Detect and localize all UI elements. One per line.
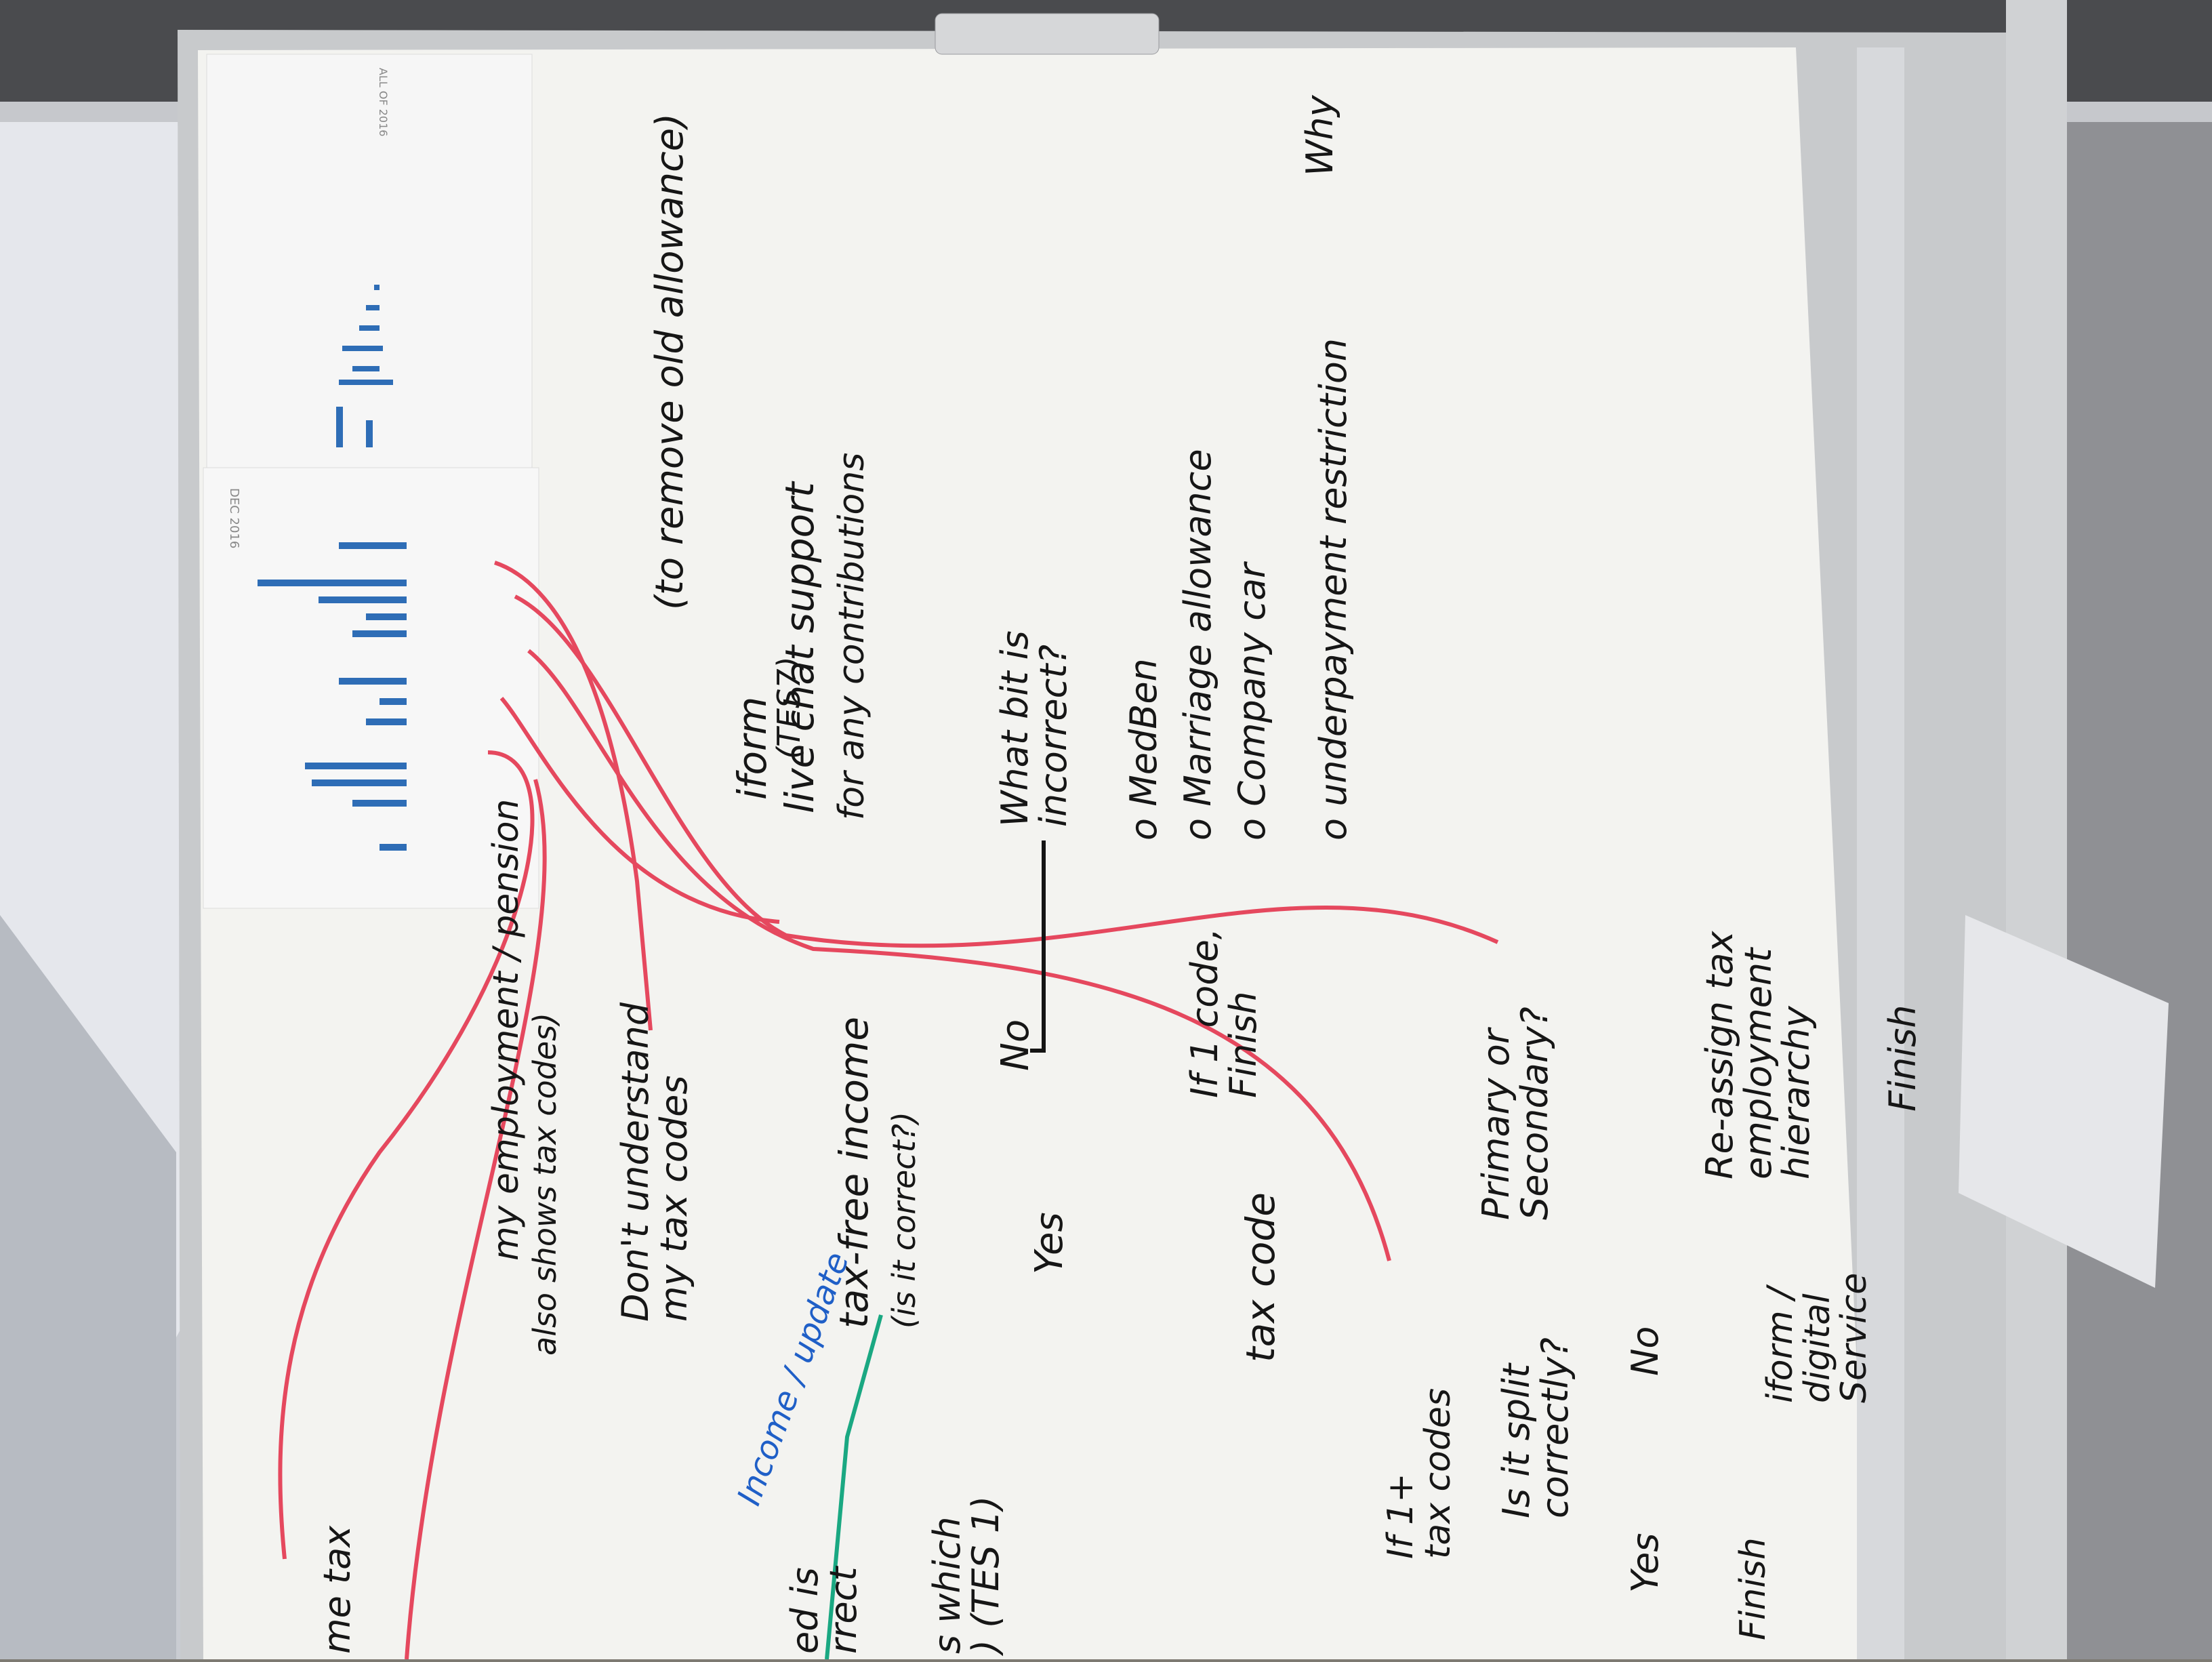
bar-b6 xyxy=(339,678,407,685)
bar-b8 xyxy=(366,718,407,725)
note-reassign: Re-assign tax employment hierarchy xyxy=(1698,931,1818,1179)
note-iform: iform xyxy=(729,696,775,800)
note-what-bit: What bit is incorrect? xyxy=(994,630,1075,827)
note-dont-understand: Don't understand my tax codes xyxy=(614,1002,695,1322)
note-if-1-code: If 1 code, Finish xyxy=(1183,927,1265,1098)
bar-b10 xyxy=(312,779,407,786)
stand-post xyxy=(2006,0,2067,1659)
note-yes-1: Yes xyxy=(1027,1212,1071,1274)
note-my-employment: my employment / pension xyxy=(486,798,527,1261)
chart2-date: ALL OF 2016 xyxy=(377,68,390,136)
bar-t1 xyxy=(336,407,343,447)
bar-b5 xyxy=(352,630,407,637)
bar-b4 xyxy=(366,613,407,620)
note-medben: o MedBen xyxy=(1122,658,1165,840)
note-also-shows: also shows tax codes) xyxy=(527,1012,563,1356)
bar-b12 xyxy=(380,844,407,851)
whiteboard-surface xyxy=(198,47,1870,1659)
printout-top-bars xyxy=(336,285,393,447)
note-finish-right: Finish xyxy=(1881,1005,1924,1112)
bar-b1 xyxy=(339,542,407,549)
note-no-1: No xyxy=(994,1019,1038,1071)
note-is-it-split: Is it split correctly? xyxy=(1495,1337,1576,1518)
bar-t6 xyxy=(359,325,380,331)
note-for-any-contrib: for any contributions xyxy=(832,452,872,820)
bar-b3 xyxy=(319,596,407,603)
printout-bottom-bars xyxy=(258,542,407,851)
note-underpayment: o underpayment restriction xyxy=(1312,338,1355,840)
bar-t2 xyxy=(366,420,373,447)
bar-t3 xyxy=(339,380,393,385)
window-blind xyxy=(0,915,176,1659)
note-ed-correct: ed is rrect xyxy=(783,1566,865,1655)
note-if-1plus: If 1+ tax codes xyxy=(1380,1387,1458,1559)
chart1-date: DEC 2016 xyxy=(227,488,241,548)
note-is-it-correct: (is it correct?) xyxy=(886,1111,922,1329)
note-finish-bottom: Finish xyxy=(1733,1537,1774,1640)
bar-t4 xyxy=(352,366,380,371)
note-which-tes1: s which ) (TES 1) xyxy=(926,1495,1007,1654)
bar-b7 xyxy=(380,698,407,705)
bar-t8 xyxy=(374,285,380,290)
red-arrow-5 xyxy=(278,750,535,1560)
note-yes-2: Yes xyxy=(1624,1533,1666,1593)
note-me-tax: me tax xyxy=(316,1525,359,1654)
note-marriage: o Marriage allowance xyxy=(1176,449,1219,840)
bar-b9 xyxy=(305,763,407,769)
bar-t5 xyxy=(342,346,383,351)
printout-bottom xyxy=(203,467,539,909)
note-iform-digital: iform / digital Service xyxy=(1760,1272,1875,1403)
loose-paper xyxy=(1959,915,2169,1288)
note-remove-old: (to remove old allowance) xyxy=(648,113,692,610)
note-tax-code: tax code xyxy=(1237,1192,1284,1362)
red-arrow-2 xyxy=(514,594,1499,948)
board-bracket xyxy=(935,13,1160,55)
green-arrow xyxy=(825,1314,883,1660)
bar-b11 xyxy=(352,800,407,807)
note-no-2: No xyxy=(1624,1326,1666,1376)
note-company: o Company car xyxy=(1231,563,1273,840)
note-why: Why xyxy=(1298,95,1341,176)
bar-t7 xyxy=(366,305,380,310)
note-live-chat: live chat support xyxy=(777,482,823,813)
printout-top xyxy=(206,54,533,475)
red-arrow-4 xyxy=(499,697,780,924)
bar-b2 xyxy=(258,580,407,586)
note-primary: Primary or Secondary? xyxy=(1475,1007,1556,1220)
red-arrows xyxy=(278,561,1499,1660)
black-connector xyxy=(1030,840,1046,1053)
red-arrow-6 xyxy=(405,779,547,1660)
red-arrow-3 xyxy=(527,649,1391,1261)
frame-right-rail xyxy=(1857,47,1904,1659)
